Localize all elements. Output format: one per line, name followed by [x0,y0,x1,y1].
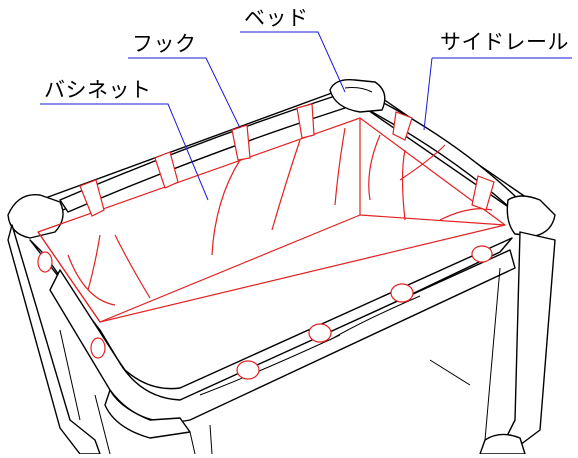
hook-10 [308,323,332,343]
hook-1 [79,179,105,217]
leader-hook [128,57,241,129]
bassinet-outline [37,117,506,323]
hook-8 [90,337,106,359]
leader-bed [240,31,346,93]
leader-bassinet [40,103,209,201]
playpen-lower-body [59,267,501,455]
hook-2 [154,151,179,189]
hook-4 [296,103,315,139]
hook-11 [390,283,414,303]
label-hook: フック [132,32,197,56]
label-bassinet: バシネット [44,78,152,102]
front-side-rail [29,237,516,439]
leader-lines [40,31,572,201]
hook-3 [231,124,251,161]
hook-6 [471,175,495,211]
hooks [37,103,495,380]
right-corner-post [479,195,556,455]
hook-7 [37,251,53,273]
back-side-rail [39,89,353,215]
hook-5 [392,111,413,141]
label-bed: ベッド [244,6,309,30]
right-side-rail [361,89,531,216]
hook-9 [236,360,260,380]
hook-12 [471,245,493,263]
label-side-rail: サイドレール [440,30,569,54]
